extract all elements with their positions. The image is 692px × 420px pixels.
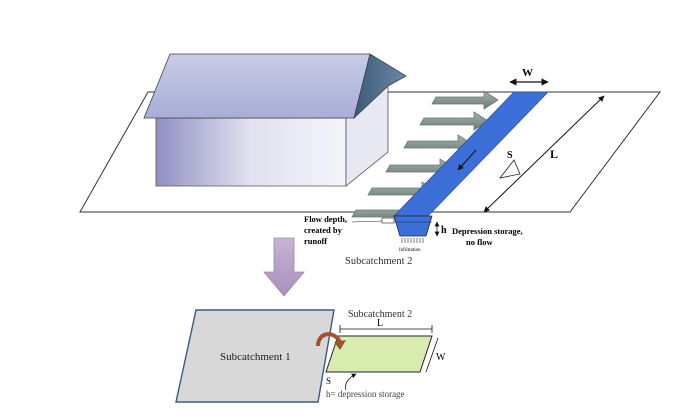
- infiltration-hatch: [401, 238, 424, 243]
- flow-depth-label: Flow depth, created by runoff: [304, 214, 349, 246]
- bottom-slope-label: S: [326, 376, 331, 386]
- bottom-length-label: L: [377, 318, 383, 329]
- bottom-diagram: Subcatchment 1 Subcatchment 2 L W S h= d…: [175, 309, 446, 403]
- channel-cross-section: [351, 215, 440, 243]
- length-dimension-arrow: [483, 95, 605, 213]
- subcatchment-2-label: Subcatchment 2: [348, 309, 412, 320]
- curved-arrow-head: [334, 340, 346, 350]
- infiltration-label: Infiltration: [399, 248, 421, 253]
- width-label: W: [522, 67, 533, 79]
- h-label: h: [441, 225, 447, 236]
- depression-storage-label: Depression storage, no flow: [452, 226, 525, 247]
- depression-pointer: [345, 373, 357, 391]
- flow-depth-line-1: Flow depth,: [304, 214, 347, 224]
- subcatchment-1-label: Subcatchment 1: [220, 351, 291, 363]
- depression-line-2: no flow: [466, 237, 494, 247]
- runoff-arrow: [419, 111, 489, 131]
- length-label: L: [550, 147, 558, 161]
- flow-depth-line-3: runoff: [304, 236, 327, 246]
- channel-flow-arrow: [457, 149, 477, 171]
- bottom-width-label: W: [436, 352, 446, 363]
- subcatchment-2-area: [325, 335, 433, 373]
- depression-note: h= depression storage: [326, 389, 405, 399]
- slope-label: S: [507, 150, 513, 161]
- depression-line-1: Depression storage,: [452, 226, 523, 236]
- house: [143, 53, 407, 187]
- transition-down-arrow: [263, 237, 305, 297]
- curved-runoff-arrow: [316, 332, 342, 347]
- house-gable: [353, 53, 407, 120]
- flow-depth-line-2: created by: [304, 225, 343, 235]
- subcatchment-1-area: [175, 309, 335, 403]
- flow-depth-pointer: [351, 220, 383, 223]
- cross-section-fill: [393, 215, 433, 237]
- flow-depth-marker: [381, 217, 395, 224]
- top-diagram: W L S Flow depth, created by runoff h De…: [79, 53, 661, 267]
- house-roof: [143, 53, 371, 119]
- bottom-width-line: [425, 337, 439, 373]
- slope-triangle: [499, 159, 521, 179]
- house-front-wall: [155, 117, 347, 187]
- top-caption: Subcatchment 2: [345, 256, 412, 267]
